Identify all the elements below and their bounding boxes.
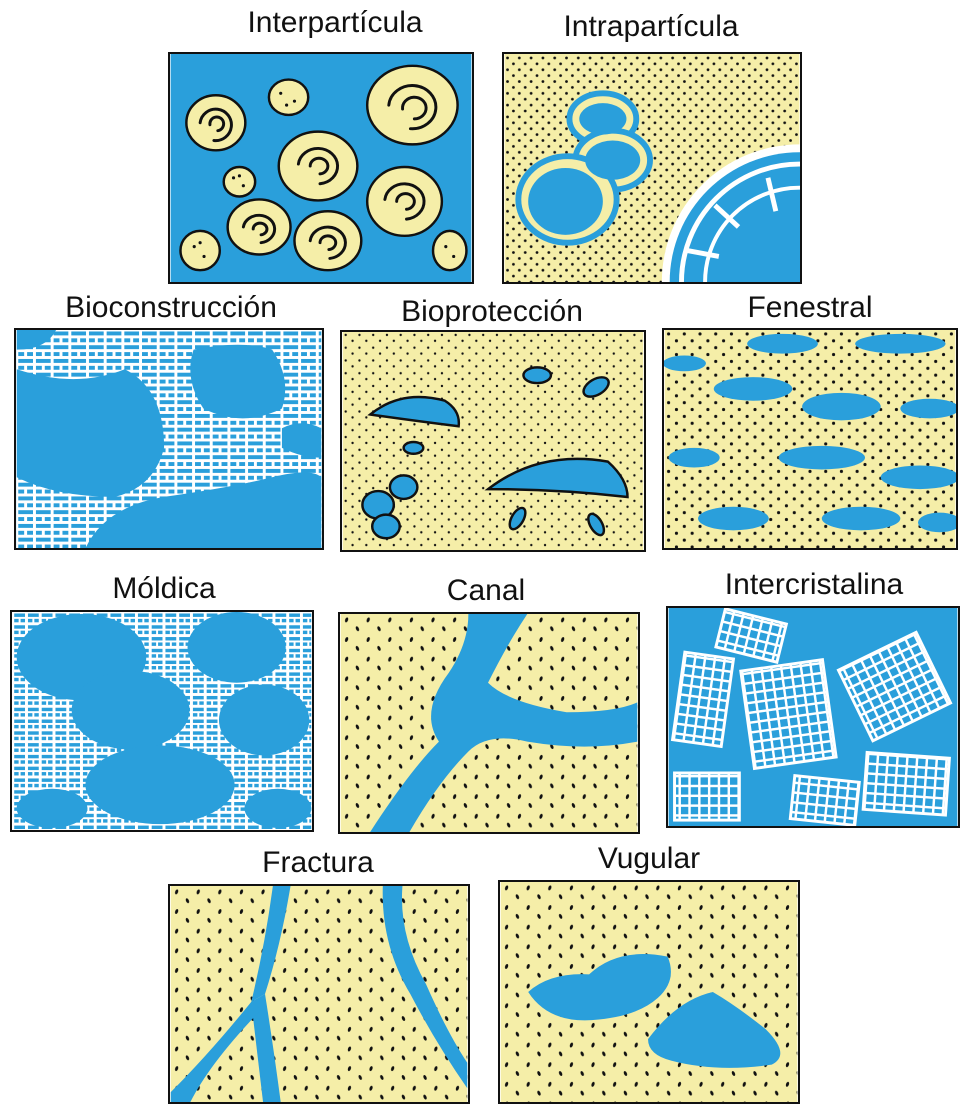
sheltered-shells-icon	[342, 332, 644, 550]
panel-canal	[338, 612, 640, 834]
label-intraparticula: Intrapartícula	[500, 12, 802, 42]
panel-bioconstruccion	[14, 328, 324, 550]
label-fenestral: Fenestral	[662, 293, 958, 323]
panel-interparticula	[168, 52, 474, 284]
channel-icon	[340, 614, 638, 832]
moldic-voids-icon	[12, 612, 312, 830]
panel-bioproteccion	[340, 330, 646, 552]
label-canal: Canal	[336, 576, 636, 606]
label-vugular: Vugular	[498, 844, 800, 874]
fracture-icon	[170, 886, 468, 1102]
reef-framework-icon	[16, 330, 322, 548]
panel-intraparticula	[502, 52, 802, 284]
label-moldica: Móldica	[14, 574, 314, 604]
label-fractura: Fractura	[168, 848, 468, 878]
fossil-chambers-icon	[504, 54, 800, 282]
crystal-grid-icon	[668, 608, 958, 826]
ooid-grains-icon	[170, 54, 472, 282]
panel-moldica	[10, 610, 314, 832]
label-interparticula: Interpartícula	[168, 8, 502, 38]
panel-vugular	[498, 880, 800, 1104]
label-bioconstruccion: Bioconstrucción	[14, 293, 328, 323]
panel-intercristalina	[666, 606, 960, 828]
panel-fenestral	[662, 328, 958, 550]
fenestral-voids-icon	[664, 330, 956, 548]
label-bioproteccion: Bioprotección	[338, 297, 646, 327]
panel-fractura	[168, 884, 470, 1104]
label-intercristalina: Intercristalina	[666, 570, 962, 600]
vug-icon	[500, 882, 798, 1102]
